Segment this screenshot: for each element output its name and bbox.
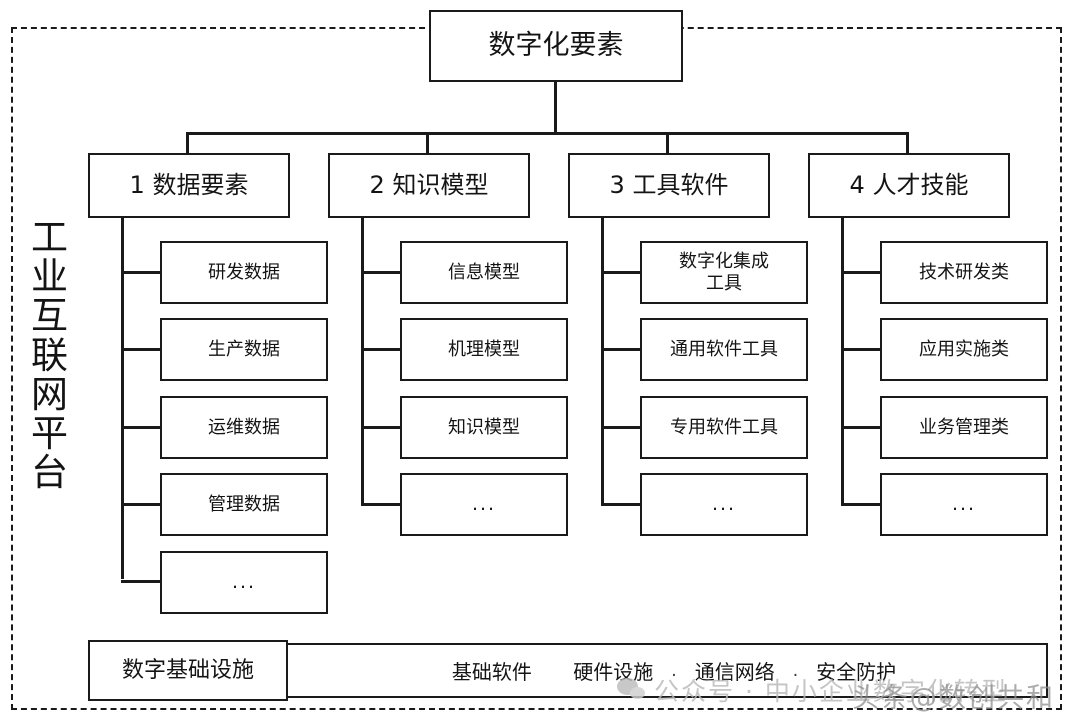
platform-label-char-1: 工 [31,216,69,259]
leaf-box-4-1: 技术研发类 [880,241,1048,304]
spine-line-4 [841,217,844,505]
stub-line-4-3 [841,426,882,429]
stub-line-2-2 [361,348,402,351]
stub-line-1-2 [121,348,162,351]
leaf-box-3-3: 专用软件工具 [640,396,808,459]
platform-vertical-label: 工 业 互 联 网 平 台 [24,218,76,618]
category-label-4: 4 人才技能 [849,171,969,200]
leaf-label-4-1: 技术研发类 [919,261,1009,283]
platform-label-char-4: 联 [31,333,69,377]
category-box-3: 3 工具软件 [568,153,770,218]
category-drop-line-3 [666,132,669,155]
leaf-box-3-2: 通用软件工具 [640,318,808,381]
leaf-label-1-4: 管理数据 [208,493,280,515]
stub-line-3-1 [601,271,642,274]
platform-label-char-5: 网 [31,372,69,416]
stub-line-3-3 [601,426,642,429]
leaf-box-1-4: 管理数据 [160,473,328,536]
stub-line-4-4 [841,503,882,506]
stub-line-3-4 [601,503,642,506]
leaf-box-2-1: 信息模型 [400,241,568,304]
platform-label-char-7: 台 [31,451,69,495]
stub-line-1-4 [121,503,162,506]
leaf-box-2-3: 知识模型 [400,396,568,459]
category-drop-line-1 [186,132,189,155]
leaf-box-4-4: ... [880,473,1048,536]
leaf-box-2-4: ... [400,473,568,536]
category-drop-line-4 [906,132,909,155]
leaf-label-3-4: ... [711,493,737,516]
infrastructure-band [205,643,1048,698]
leaf-box-4-3: 业务管理类 [880,396,1048,459]
category-box-4: 4 人才技能 [808,153,1010,218]
category-bus-line [186,132,908,135]
category-label-1: 1 数据要素 [129,171,249,200]
stub-line-2-1 [361,271,402,274]
leaf-label-3-1: 数字化集成 工具 [679,250,769,294]
spine-line-3 [601,217,604,505]
stub-line-1-1 [121,271,162,274]
leaf-box-2-2: 机理模型 [400,318,568,381]
root-node-digital-elements: 数字化要素 [429,10,683,82]
leaf-box-1-5: ... [160,551,328,614]
infrastructure-label: 数字基础设施 [121,657,254,683]
leaf-label-2-2: 机理模型 [448,338,520,360]
leaf-label-2-1: 信息模型 [448,261,520,283]
category-box-1: 1 数据要素 [88,153,290,218]
leaf-label-1-1: 研发数据 [208,261,280,283]
root-trunk-line [554,82,557,134]
stub-line-4-1 [841,271,882,274]
leaf-label-2-3: 知识模型 [448,416,520,438]
category-label-2: 2 知识模型 [369,171,489,200]
infrastructure-label-box: 数字基础设施 [88,640,288,701]
leaf-box-3-4: ... [640,473,808,536]
category-box-2: 2 知识模型 [328,153,530,218]
leaf-box-1-3: 运维数据 [160,396,328,459]
platform-label-char-3: 互 [31,294,69,338]
leaf-label-3-3: 专用软件工具 [670,416,778,438]
stub-line-4-2 [841,348,882,351]
leaf-box-1-2: 生产数据 [160,318,328,381]
spine-line-2 [361,217,364,505]
leaf-label-1-5: ... [231,571,257,594]
leaf-label-4-2: 应用实施类 [919,338,1009,360]
stub-line-2-4 [361,503,402,506]
stub-line-2-3 [361,426,402,429]
leaf-box-4-2: 应用实施类 [880,318,1048,381]
leaf-box-3-1: 数字化集成 工具 [640,241,808,304]
leaf-label-4-4: ... [951,493,977,516]
leaf-label-1-2: 生产数据 [208,338,280,360]
leaf-label-3-2: 通用软件工具 [670,338,778,360]
platform-label-char-2: 业 [31,255,69,299]
category-drop-line-2 [426,132,429,155]
category-label-3: 3 工具软件 [609,171,729,200]
leaf-label-4-3: 业务管理类 [919,416,1009,438]
platform-label-char-6: 平 [31,412,69,456]
stub-line-3-2 [601,348,642,351]
leaf-label-1-3: 运维数据 [208,416,280,438]
leaf-box-1-1: 研发数据 [160,241,328,304]
stub-line-1-5 [121,580,162,583]
root-node-label: 数字化要素 [488,30,624,62]
spine-line-1 [121,217,124,579]
stub-line-1-3 [121,426,162,429]
leaf-label-2-4: ... [471,493,497,516]
